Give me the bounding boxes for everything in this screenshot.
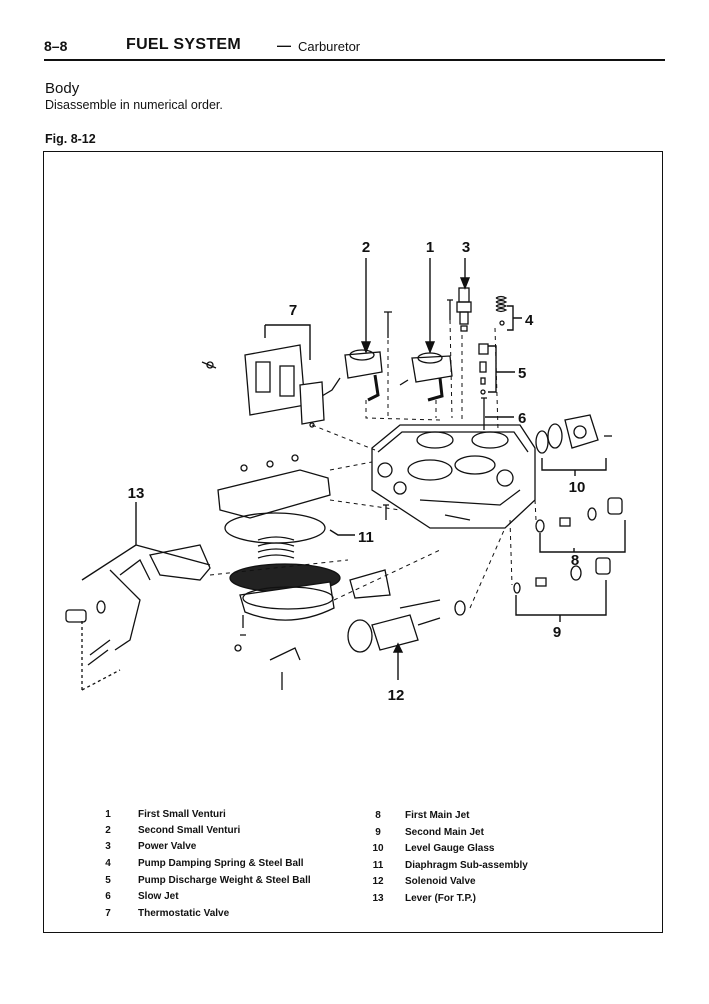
legend-label: Lever (For T.P.) <box>405 893 476 904</box>
figure-label: Fig. 8-12 <box>45 132 96 146</box>
legend-label: Solenoid Valve <box>405 876 476 887</box>
legend-number: 5 <box>105 875 111 886</box>
callout-1: 1 <box>426 239 434 256</box>
callout-11: 11 <box>358 529 374 546</box>
pump-damping-spring-drawing <box>495 295 508 326</box>
callout-4: 4 <box>525 312 534 329</box>
chapter-title: FUEL SYSTEM <box>126 36 242 53</box>
callout-8: 8 <box>571 552 579 569</box>
callout-9: 9 <box>553 624 561 641</box>
header-rule <box>44 59 665 61</box>
section-description: Disassemble in numerical order. <box>45 98 223 112</box>
callout-7: 7 <box>289 302 297 319</box>
carburetor-body-drawing <box>371 424 536 529</box>
first-small-venturi-drawing <box>399 352 453 402</box>
legend-number: 6 <box>105 891 111 902</box>
diaphragm-subassembly-drawing <box>217 454 341 690</box>
legend-label: Power Valve <box>138 841 197 852</box>
legend-number: 12 <box>372 876 384 887</box>
legend-label: Pump Damping Spring & Steel Ball <box>138 858 304 869</box>
exploded-carburetor-diagram: 2 1 3 4 5 6 7 8 9 10 11 12 13 <box>65 239 626 704</box>
legend-number: 1 <box>105 809 111 820</box>
page-number: 8–8 <box>44 38 68 54</box>
pump-discharge-weight-drawing <box>478 343 489 395</box>
legend-number: 10 <box>372 843 384 854</box>
legend-number: 11 <box>372 860 384 871</box>
legend-label: Slow Jet <box>138 891 179 902</box>
callout-2: 2 <box>362 239 370 256</box>
second-small-venturi-drawing <box>321 349 383 402</box>
solenoid-valve-drawing <box>347 599 466 653</box>
legend-number: 4 <box>105 858 111 869</box>
lever-tp-drawing <box>65 544 391 691</box>
legend-number: 3 <box>105 841 111 852</box>
first-main-jet-drawing <box>535 497 623 533</box>
callout-10: 10 <box>569 479 586 496</box>
legend-number: 9 <box>375 827 381 838</box>
level-gauge-glass-drawing <box>535 414 612 454</box>
callout-leaders <box>81 258 626 680</box>
legend-number: 7 <box>105 908 111 919</box>
thermostatic-valve-drawing <box>201 344 325 428</box>
legend-label: Second Small Venturi <box>138 825 241 836</box>
legend-label: Pump Discharge Weight & Steel Ball <box>138 875 311 886</box>
legend-label: Thermostatic Valve <box>138 908 230 919</box>
legend-label: First Main Jet <box>405 810 470 821</box>
second-main-jet-drawing <box>513 557 611 594</box>
slow-jet-drawing <box>481 397 487 430</box>
legend-label: Second Main Jet <box>405 827 484 838</box>
legend-label: Level Gauge Glass <box>405 843 495 854</box>
callout-12: 12 <box>388 687 405 704</box>
legend-label: Diaphragm Sub-assembly <box>405 860 528 871</box>
callout-numbers: 2 1 3 4 5 6 7 8 9 10 11 12 13 <box>128 239 586 704</box>
callout-13: 13 <box>128 485 145 502</box>
legend-number: 2 <box>105 825 111 836</box>
page-header: 8–8 FUEL SYSTEM — Carburetor <box>44 36 665 60</box>
callout-5: 5 <box>518 365 526 382</box>
power-valve-drawing <box>456 287 472 332</box>
section-title: Body <box>45 80 80 97</box>
legend-number: 13 <box>372 893 384 904</box>
title-separator: — <box>277 37 291 53</box>
fastener-drawings <box>383 299 453 520</box>
callout-6: 6 <box>518 410 526 427</box>
chapter-subtitle: Carburetor <box>298 39 361 54</box>
legend-label: First Small Venturi <box>138 809 226 820</box>
figure-frame <box>43 151 663 933</box>
legend-number: 8 <box>375 810 381 821</box>
callout-3: 3 <box>462 239 470 256</box>
